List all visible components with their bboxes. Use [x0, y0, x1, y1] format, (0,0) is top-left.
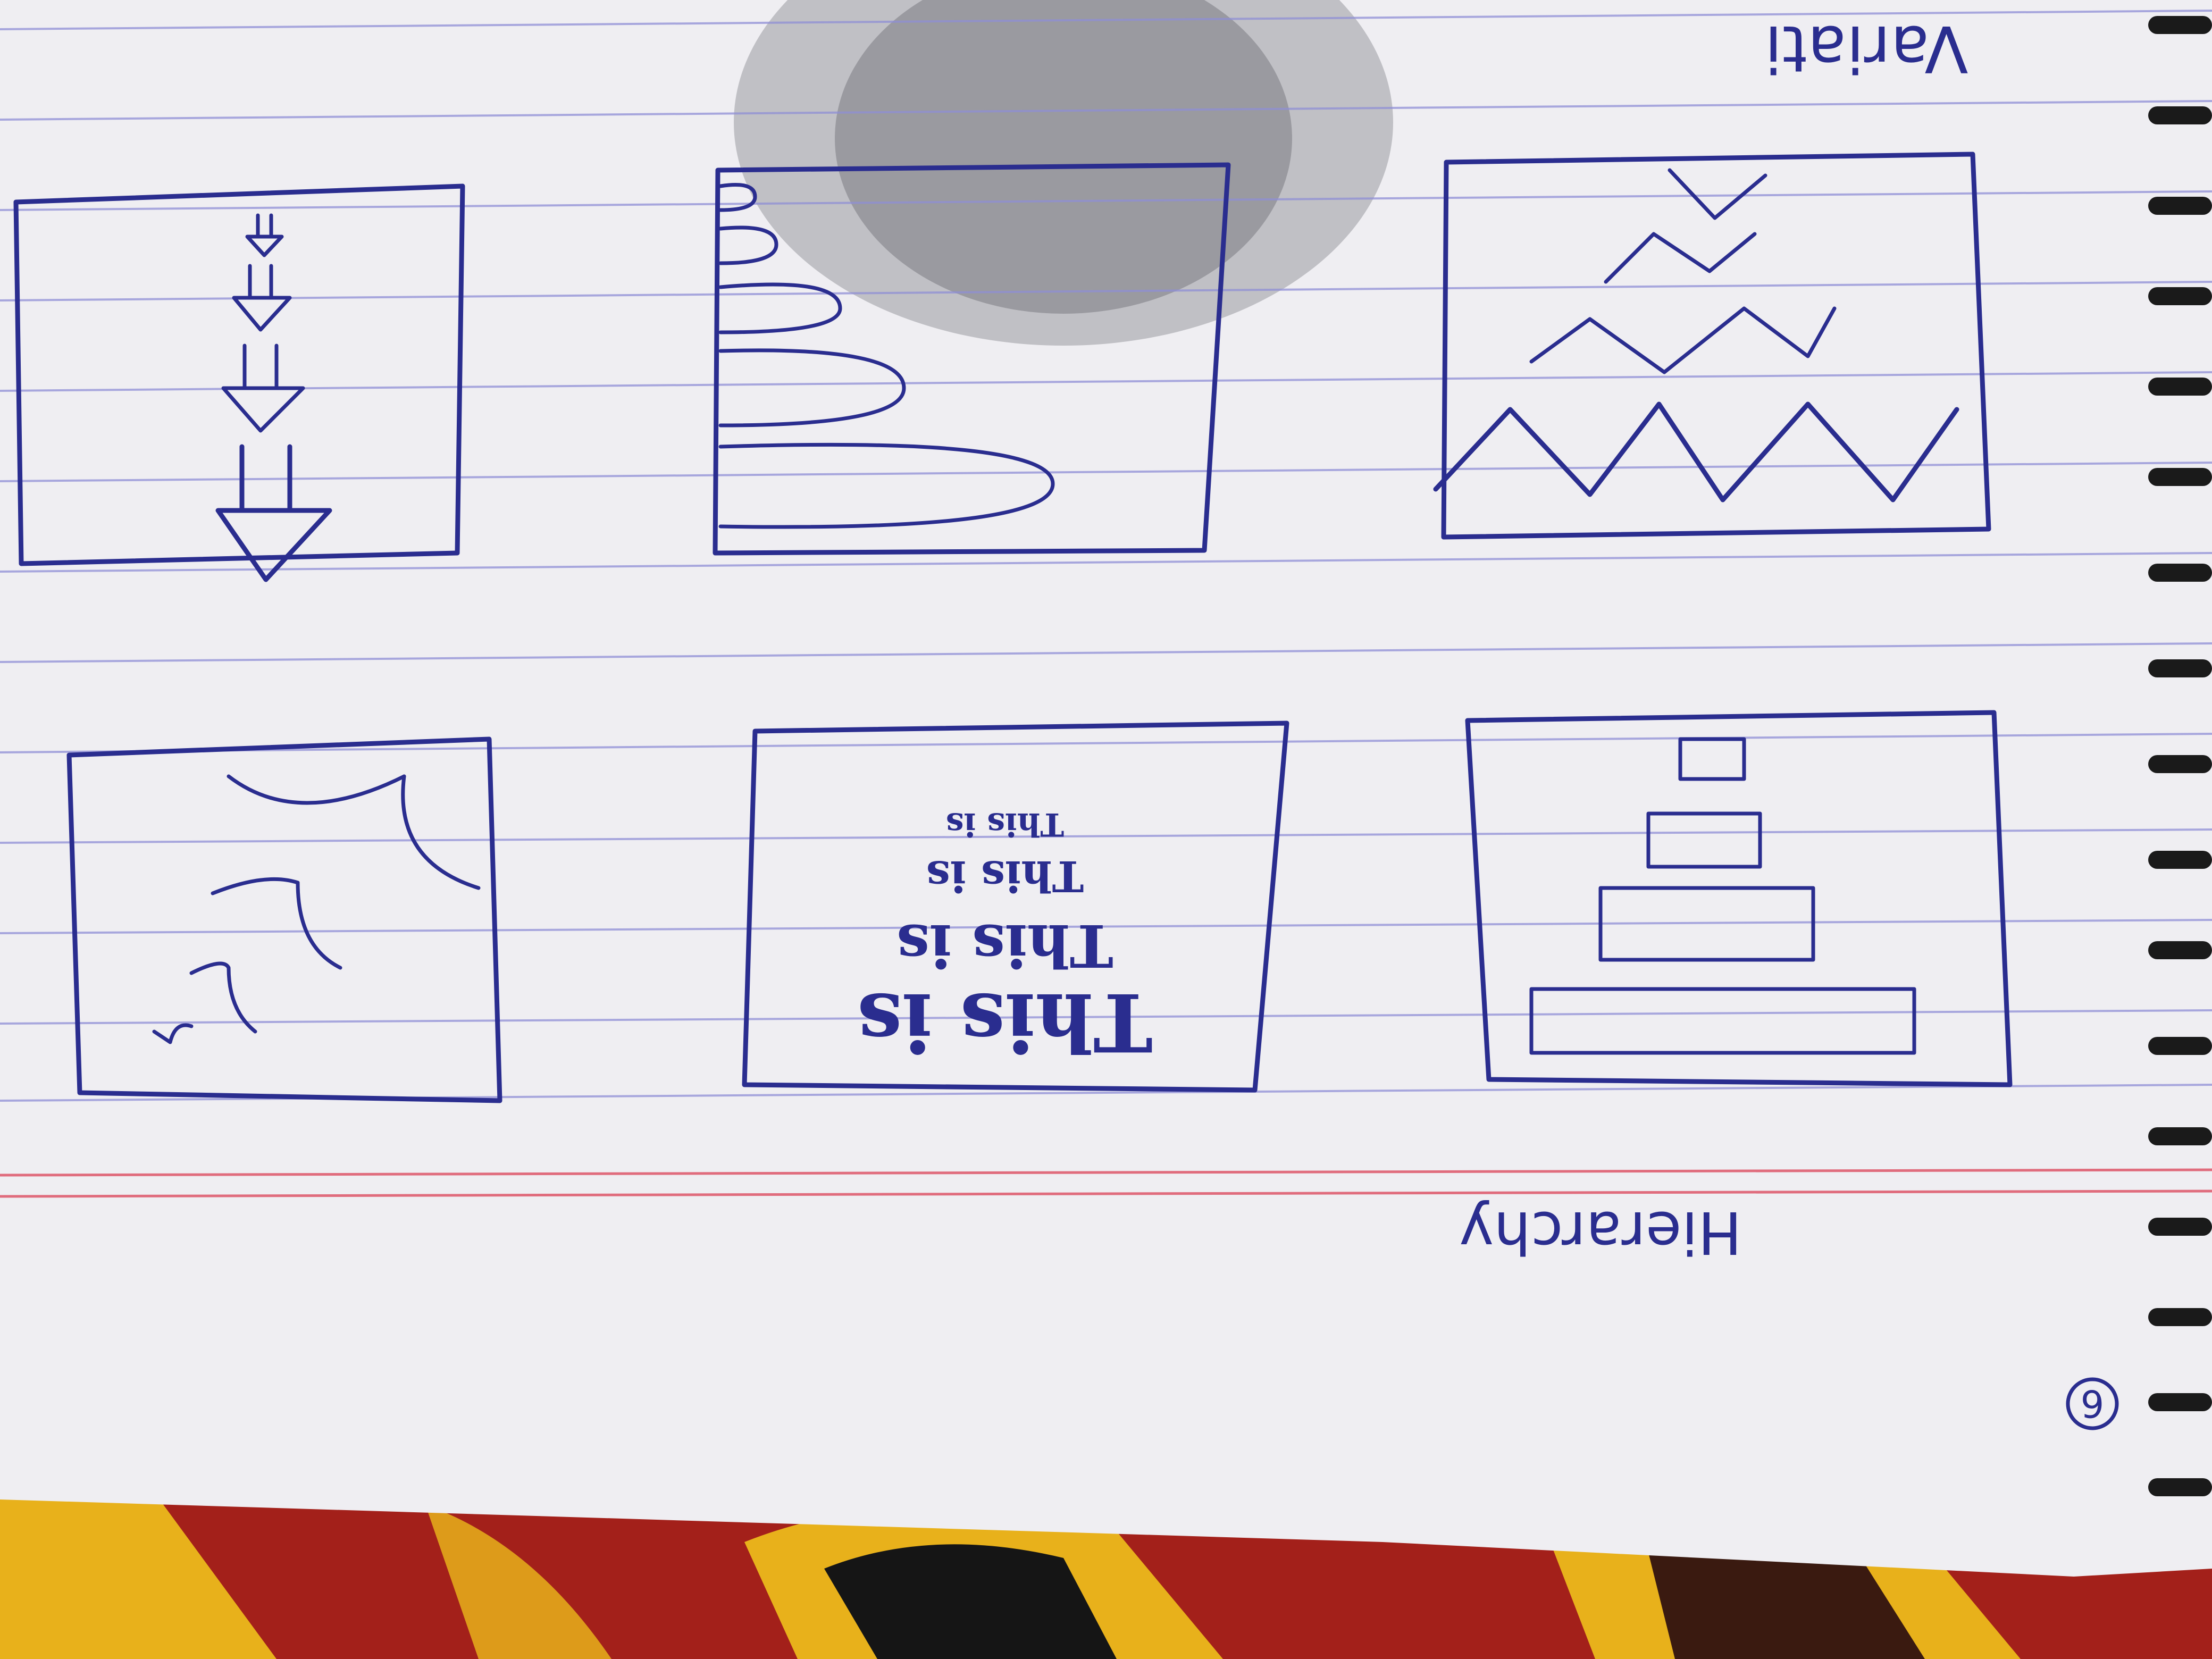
frame-stacked-rects — [1465, 710, 2013, 1087]
page-number-badge: 6 — [2066, 1377, 2119, 1430]
ruled-lines — [0, 10, 2212, 1198]
spiral-binding — [2148, 16, 2212, 1496]
frame-curves — [66, 736, 502, 1103]
caption-hierarchy: Hierarchy — [1459, 1199, 1742, 1267]
arrow-icon — [221, 343, 305, 433]
arrow-icon — [245, 213, 284, 257]
corner-fragment: Variati — [1765, 11, 1968, 85]
arrow-icon — [215, 444, 332, 582]
page-number: 6 — [2081, 1381, 2105, 1425]
text-line-tiny: This is — [946, 806, 1064, 843]
frame-arrows — [13, 183, 465, 582]
frame-zigzags — [1433, 152, 1991, 540]
text-line-large: This is — [857, 975, 1153, 1069]
text-line-medium: This is — [896, 911, 1113, 980]
arrow-icon — [232, 264, 292, 332]
text-line-small: This is — [926, 851, 1084, 901]
shadow — [734, 0, 1393, 346]
frame-text-sizes: This is This is This is This is — [742, 720, 1289, 1093]
paper-sheet — [0, 0, 2212, 1577]
caption-group: Hierarchy — [1459, 1199, 1742, 1267]
frame-rounded-bars — [713, 162, 1231, 556]
